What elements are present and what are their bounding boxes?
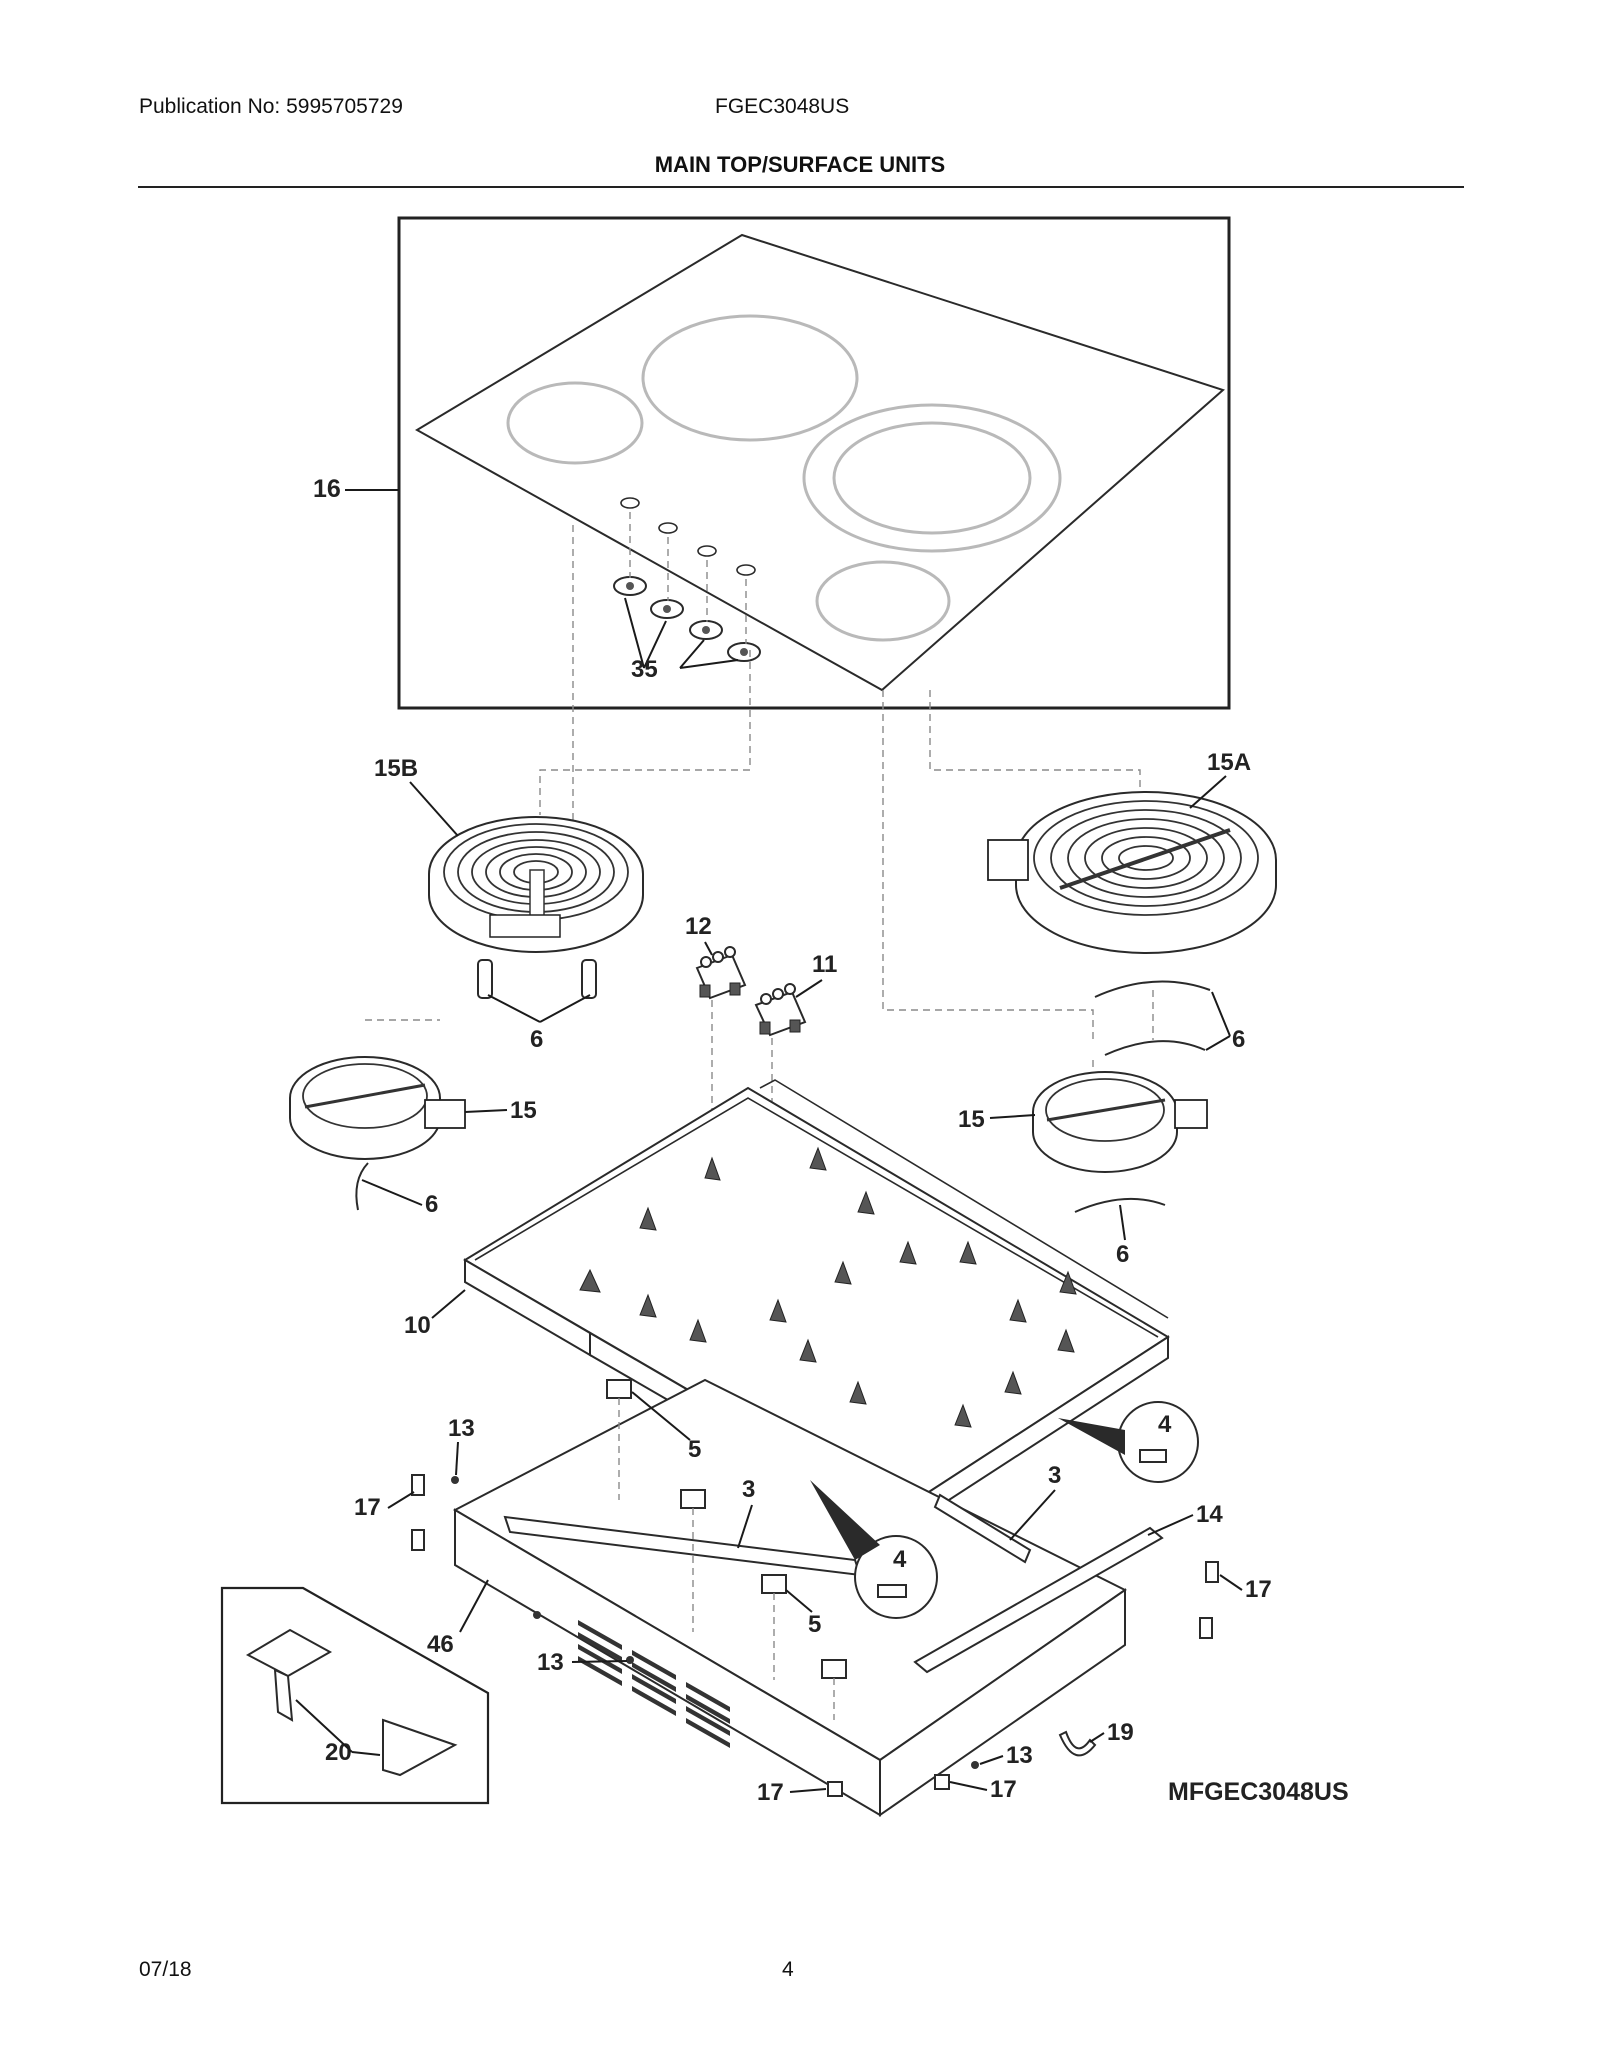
callout-13-right: 13 [1006,1742,1033,1769]
terminal-block-part-12 [695,946,747,1000]
callout-10: 10 [404,1312,431,1339]
callout-6-left-top: 6 [530,1026,543,1053]
callout-13-upper: 13 [448,1415,475,1442]
callout-17-right: 17 [1245,1576,1272,1603]
wire-lead-left [477,959,493,999]
element-ring-right-inner [832,421,1032,535]
callout-15-left: 15 [510,1097,537,1124]
screw-13-a [451,1476,459,1484]
footer-date: 07/18 [139,1958,192,1981]
assembly-guides-top [539,525,1141,1040]
vent-slots [578,1620,730,1748]
screw-13-d [971,1761,979,1769]
knob-hole-3 [697,545,717,557]
callout-17-bottom-right: 17 [990,1776,1017,1803]
callout-15b: 15B [374,755,418,782]
publication-number: Publication No: 5995705729 [139,95,403,118]
channel-part-3-right [933,1493,1032,1564]
wire-clip-right-upper [1094,980,1211,998]
page-title: MAIN TOP/SURFACE UNITS [654,152,946,177]
callout-15-right: 15 [958,1106,985,1133]
callout-16: 16 [313,475,341,503]
terminal-block-part-11 [754,983,807,1037]
callout-35: 35 [631,656,658,683]
knob-hole-4 [736,564,756,576]
callout-6-right-bottom: 6 [1116,1241,1129,1268]
wire-lead-right [581,959,597,999]
rail-part-14 [913,1526,1164,1674]
bottom-box-part-46 [452,1378,1127,1817]
wire-clip-right-lower [1104,1040,1206,1056]
inset-bracket-part-20 [220,1586,490,1805]
glass-top-frame [397,216,1231,710]
callout-3-left: 3 [742,1476,755,1503]
radiant-element-part-15b [428,816,644,999]
element-ring-left-rear [506,381,644,465]
callout-4-lower: 4 [893,1546,907,1573]
knob-gaskets-part-35 [613,576,761,662]
detail-circle-4-lower [810,1480,938,1619]
radiant-element-part-15-left [289,1056,466,1160]
callout-5-upper: 5 [688,1436,701,1463]
knob-hole-1 [620,497,640,509]
clamp-part-19 [1058,1730,1097,1757]
callout-14: 14 [1196,1501,1223,1528]
callout-17-left: 17 [354,1494,381,1521]
glass-top-surface [415,233,1225,692]
callout-5-lower: 5 [808,1611,821,1638]
glass-cooktop-part-16 [397,216,1231,710]
callout-3-right: 3 [1048,1462,1061,1489]
callout-46: 46 [427,1631,454,1658]
radiant-element-part-15a [987,791,1277,954]
footer-page-number: 4 [782,1958,794,1981]
screw-13-c [626,1656,634,1664]
detail-circle-4-upper [1058,1401,1199,1483]
callout-11: 11 [812,951,837,978]
callout-19: 19 [1107,1719,1134,1746]
drawing-id: MFGEC3048US [1168,1778,1349,1806]
knob-hole-2 [658,522,678,534]
tray-tabs [579,1146,1077,1428]
radiant-element-part-15-right [1032,1071,1208,1173]
wire-clip-left-lower [355,1162,369,1211]
callout-17-bottom-left: 17 [757,1779,784,1806]
callout-15a: 15A [1207,749,1251,776]
callout-20: 20 [325,1739,352,1766]
element-ring-center-rear [641,314,859,442]
callout-12: 12 [685,913,712,940]
screw-13-b [533,1611,541,1619]
callout-6-left-bottom: 6 [425,1191,438,1218]
clips-part-17 [411,1474,1219,1797]
callout-6-right-top: 6 [1232,1026,1245,1053]
callout-13-lower: 13 [537,1649,564,1676]
callout-4-upper: 4 [1158,1411,1172,1438]
element-ring-right-outer [802,403,1062,553]
model-number: FGEC3048US [715,95,850,118]
element-ring-front [815,560,951,642]
title-rule [138,186,1464,188]
